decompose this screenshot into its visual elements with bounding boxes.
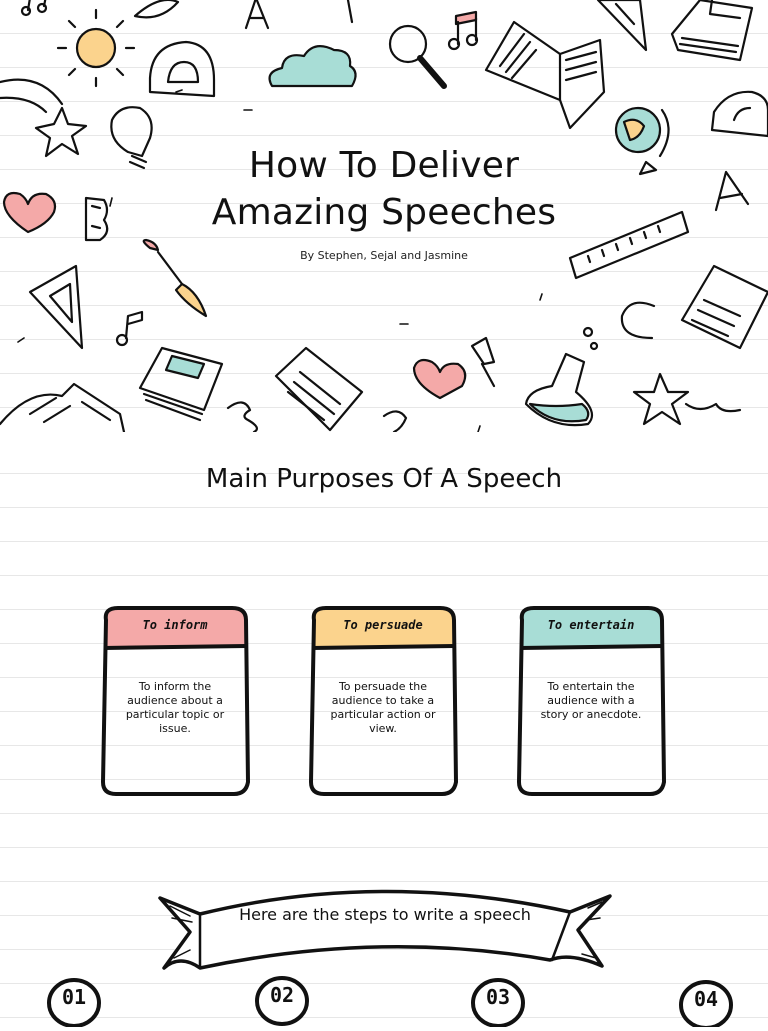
music-note-icon [447,10,479,51]
card-frame [516,606,666,796]
card-heading: To persuade [343,618,423,632]
number-2-icon [382,410,408,432]
step-02: 02 [254,975,310,1027]
protractor-icon [148,40,216,98]
presentation-title: How To Deliver Amazing Speeches [0,142,768,236]
open-book-icon [484,20,606,130]
letter-a-icon [244,0,270,30]
doodle-background [0,0,768,432]
card-frame [308,606,458,796]
closed-book-icon [138,346,224,422]
step-number: 01 [61,985,87,1009]
title-line-1: How To Deliver [248,145,520,186]
purpose-card-persuade: To persuade To persuade the audience to … [308,606,458,796]
card-text: To entertain the audience with a story o… [540,680,642,721]
card-heading: To entertain [547,618,635,632]
number-3-icon [226,401,258,432]
card-heading: To inform [142,618,208,632]
flask-icon [524,326,599,427]
triangle-ruler-icon [28,264,84,350]
paintbrush-icon [142,238,208,318]
card-header-fill [104,608,246,646]
pencil-icon [346,0,354,24]
step-number: 04 [693,987,719,1011]
title-slide: How To Deliver Amazing Speeches By Steph… [0,0,768,432]
push-pin-icon [470,336,496,388]
sun-icon [56,8,136,88]
heart-icon [412,358,467,400]
star-icon [632,372,690,426]
ribbon-banner [158,889,612,970]
card-text: To inform the audience about a particula… [125,680,225,735]
step-number: 03 [485,985,511,1009]
leaf-icon [133,0,180,19]
section-title: Main Purposes Of A Speech [205,464,563,494]
card-header-fill [312,608,454,646]
ruler-icon [568,210,690,280]
step-04: 04 [678,975,734,1030]
protractor-icon [710,90,768,138]
byline: By Stephen, Sejal and Jasmine [300,249,468,262]
lightbulb-icon [110,106,153,170]
card-frame [100,606,250,796]
title-line-2: Amazing Speeches [211,192,557,233]
music-note-icon [115,310,144,347]
globe-icon [614,106,670,176]
shooting-star-icon [0,78,88,158]
open-book-icon [0,382,126,432]
letter-a-icon [714,170,750,212]
step-01: 01 [46,975,102,1028]
magnifier-icon [388,24,447,89]
step-03: 03 [470,975,526,1028]
letter-c-icon [620,301,656,340]
triangle-ruler-icon [596,0,648,52]
music-note-icon [20,0,48,17]
heart-icon [2,191,57,234]
card-text: To persuade the audience to take a parti… [330,680,436,735]
letter-b-icon [84,196,109,242]
card-header-fill [520,608,662,646]
shooting-star-icon [684,402,742,413]
step-number: 02 [269,983,295,1007]
cloud-icon [268,45,357,88]
document-icon [680,264,768,350]
purpose-card-inform: To inform To inform the audience about a… [100,606,250,796]
closed-book-icon [670,0,754,62]
document-icon [274,346,364,432]
purposes-slide [0,432,768,1024]
banner-text: Here are the steps to write a speech [239,905,531,924]
purpose-card-entertain: To entertain To entertain the audience w… [516,606,666,796]
